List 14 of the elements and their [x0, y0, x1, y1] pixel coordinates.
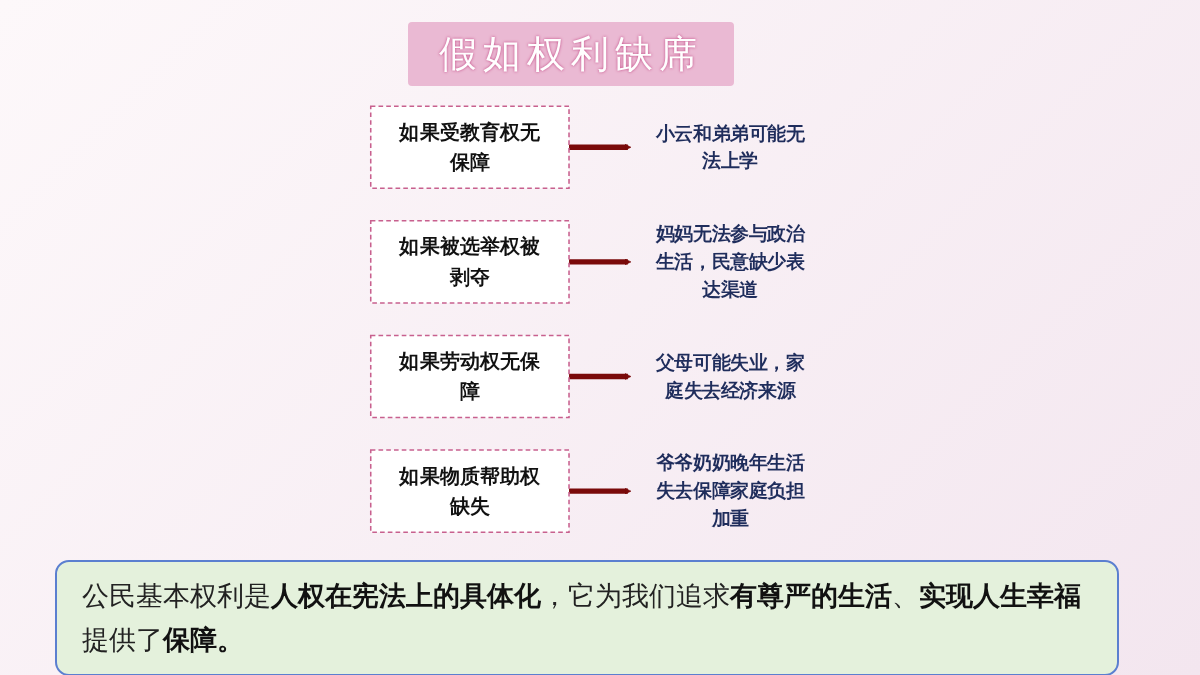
node-box: 如果被选举权被剥夺 — [369, 220, 570, 304]
node-text: 妈妈无法参与政治生活，民意缺少表达渠道 — [655, 223, 805, 301]
arrow — [569, 487, 632, 495]
node-text: 爷爷奶奶晚年生活失去保障家庭负担加重 — [655, 452, 805, 530]
title-banner: 假如权利缺席 — [408, 22, 734, 86]
node-box: 如果物质帮助权缺失 — [369, 449, 570, 533]
arrow — [569, 373, 632, 380]
arrow — [569, 143, 632, 151]
node-text: 小云和弟弟可能无法上学 — [655, 122, 805, 173]
node-box: 如果劳动权无保障 — [369, 334, 570, 419]
arrow — [569, 258, 632, 266]
note-text: 公民基本权利是人权在宪法上的具体化，它为我们追求有尊严的生活、实现人生幸福提供了保障。 — [55, 560, 1119, 675]
node-box: 如果受教育权无保障 — [369, 105, 570, 190]
node-text: 父母可能失业，家庭失去经济来源 — [655, 351, 805, 402]
